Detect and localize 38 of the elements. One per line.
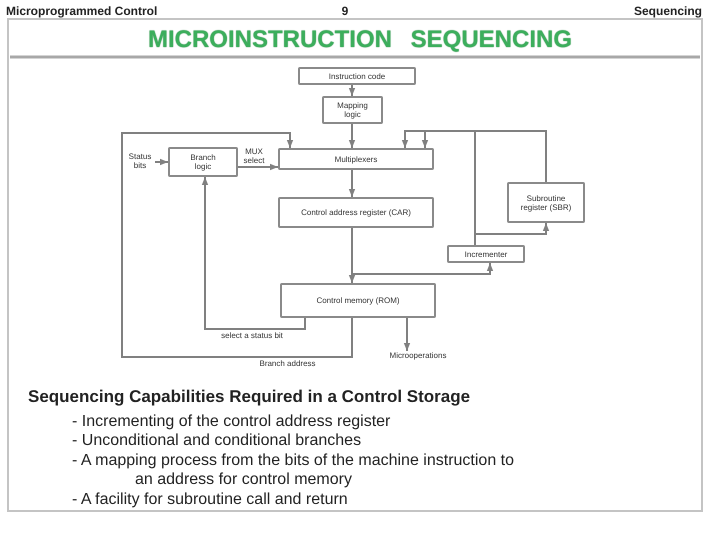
arrow	[348, 170, 356, 197]
arrow	[202, 177, 306, 330]
box-label: Multiplexers	[334, 154, 378, 164]
process-box	[168, 147, 238, 177]
bullet-item: - Incrementing of the control address register	[72, 412, 392, 431]
slide-title: MICROINSTRUCTION SEQUENCING	[146, 26, 573, 54]
box-label: Control address register (CAR)	[300, 208, 412, 217]
process-box	[278, 148, 434, 170]
signal-label: Status bits	[125, 152, 155, 172]
process-box	[280, 283, 436, 318]
bullet-item: - A mapping process from the bits of the machine instruction to an address for control memory	[72, 451, 515, 489]
box-label: Control memory (ROM)	[315, 296, 401, 305]
box-label: Incrementer	[464, 250, 508, 258]
box-label: Mapping logic	[336, 101, 369, 119]
bullet-item: - Unconditional and conditional branches	[72, 431, 362, 450]
arrow	[121, 132, 353, 358]
process-box	[322, 96, 383, 124]
header-text: Microprogrammed Control	[6, 4, 158, 18]
arrow	[422, 130, 547, 182]
process-box	[278, 197, 434, 228]
box-label: Instruction code	[328, 72, 386, 80]
arrow	[155, 158, 168, 166]
arrow	[404, 318, 410, 351]
process-box	[298, 67, 416, 85]
box-label: Subroutine register (SBR)	[520, 194, 572, 212]
arrow	[474, 223, 550, 245]
signal-label: Microoperations	[368, 351, 468, 363]
process-box	[507, 182, 585, 223]
section-heading: Sequencing Capabilities Required in a Control Storage	[28, 387, 472, 407]
arrow	[348, 124, 356, 148]
arrow	[348, 85, 356, 96]
bullet-item: - A facility for subroutine call and return	[72, 490, 349, 509]
box-label: Branch logic	[189, 153, 217, 171]
header-text: Sequencing	[632, 4, 702, 18]
page-number: 9	[340, 4, 350, 18]
process-box	[447, 245, 525, 263]
arrow	[351, 228, 494, 275]
arrow	[238, 164, 278, 170]
